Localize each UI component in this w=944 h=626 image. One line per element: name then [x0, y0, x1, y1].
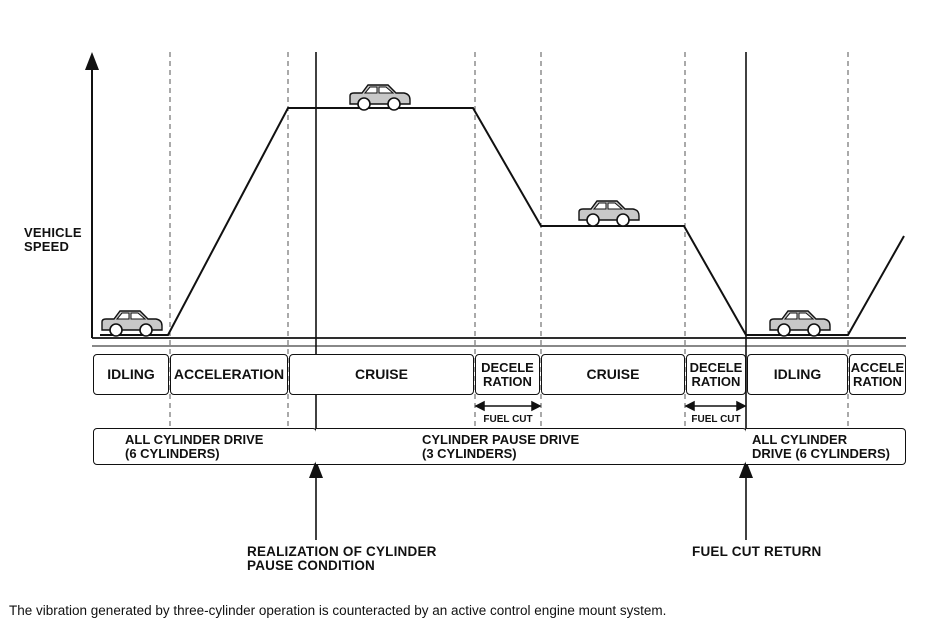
fuel-cut-label: FUEL CUT — [483, 414, 533, 425]
car-icon — [349, 84, 411, 111]
phase-label-line2: RATION — [691, 373, 741, 389]
phase-label: IDLING — [107, 366, 155, 382]
car-icon — [578, 200, 640, 227]
phase-box-idling: IDLING — [93, 354, 169, 395]
drive-mode-line1: CYLINDER PAUSE DRIVE — [422, 432, 580, 447]
fuel-cut-return-arrow-head — [739, 460, 753, 478]
fuel-cut-arrow — [684, 400, 747, 412]
cylinder-pause-arrow-head — [309, 460, 323, 478]
fuel-cut-arrow — [474, 400, 542, 412]
event-label-line2: PAUSE CONDITION — [247, 558, 376, 573]
car-icon — [101, 310, 163, 337]
phase-box-cruise: CRUISE — [289, 354, 474, 395]
fuel-cut-label: FUEL CUT — [691, 414, 741, 425]
phase-label: IDLING — [773, 366, 822, 382]
phase-label: ACCELERATION — [173, 366, 285, 382]
phase-label-line1: ACCELE — [850, 359, 905, 375]
y-axis-label: VEHICLE SPEED — [24, 226, 82, 254]
drive-mode-all-cylinder: ALL CYLINDER DRIVE (6 CYLINDERS) — [93, 428, 317, 465]
speed-profile-line — [100, 107, 905, 336]
drive-mode-line2: (3 CYLINDERS) — [422, 446, 517, 461]
drive-mode-line1: ALL CYLINDER — [752, 432, 848, 447]
car-icon — [769, 310, 831, 337]
event-label-line1: FUEL CUT RETURN — [692, 544, 822, 559]
drive-mode-line1: ALL CYLINDER DRIVE — [125, 432, 264, 447]
event-label-cylinder-pause: REALIZATION OF CYLINDER PAUSE CONDITION — [247, 545, 437, 573]
phase-label-line1: DECELE — [689, 359, 743, 375]
phase-label: CRUISE — [586, 366, 640, 382]
phase-label: CRUISE — [355, 366, 408, 382]
axis-arrow-head — [85, 52, 99, 70]
phase-box-cruise: CRUISE — [541, 354, 685, 395]
phase-label-line2: RATION — [483, 373, 532, 389]
drive-mode-line2: DRIVE (6 CYLINDERS) — [752, 446, 890, 461]
event-label-line1: REALIZATION OF CYLINDER — [247, 544, 437, 559]
phase-label-line1: DECELE — [481, 359, 534, 375]
phase-label-line2: RATION — [853, 373, 902, 389]
phase-box-idling: IDLING — [747, 354, 848, 395]
phase-box-acceleration: ACCELERATION — [170, 354, 288, 395]
drive-mode-all-cylinder-return: ALL CYLINDER DRIVE (6 CYLINDERS) — [746, 428, 906, 465]
drive-mode-line2: (6 CYLINDERS) — [125, 446, 220, 461]
y-axis-label-line2: SPEED — [24, 239, 70, 254]
drive-mode-cylinder-pause: CYLINDER PAUSE DRIVE (3 CYLINDERS) — [316, 428, 747, 465]
y-axis-label-line1: VEHICLE — [24, 225, 82, 240]
event-label-fuel-cut-return: FUEL CUT RETURN — [692, 545, 822, 559]
figure-caption: The vibration generated by three-cylinde… — [9, 603, 667, 618]
